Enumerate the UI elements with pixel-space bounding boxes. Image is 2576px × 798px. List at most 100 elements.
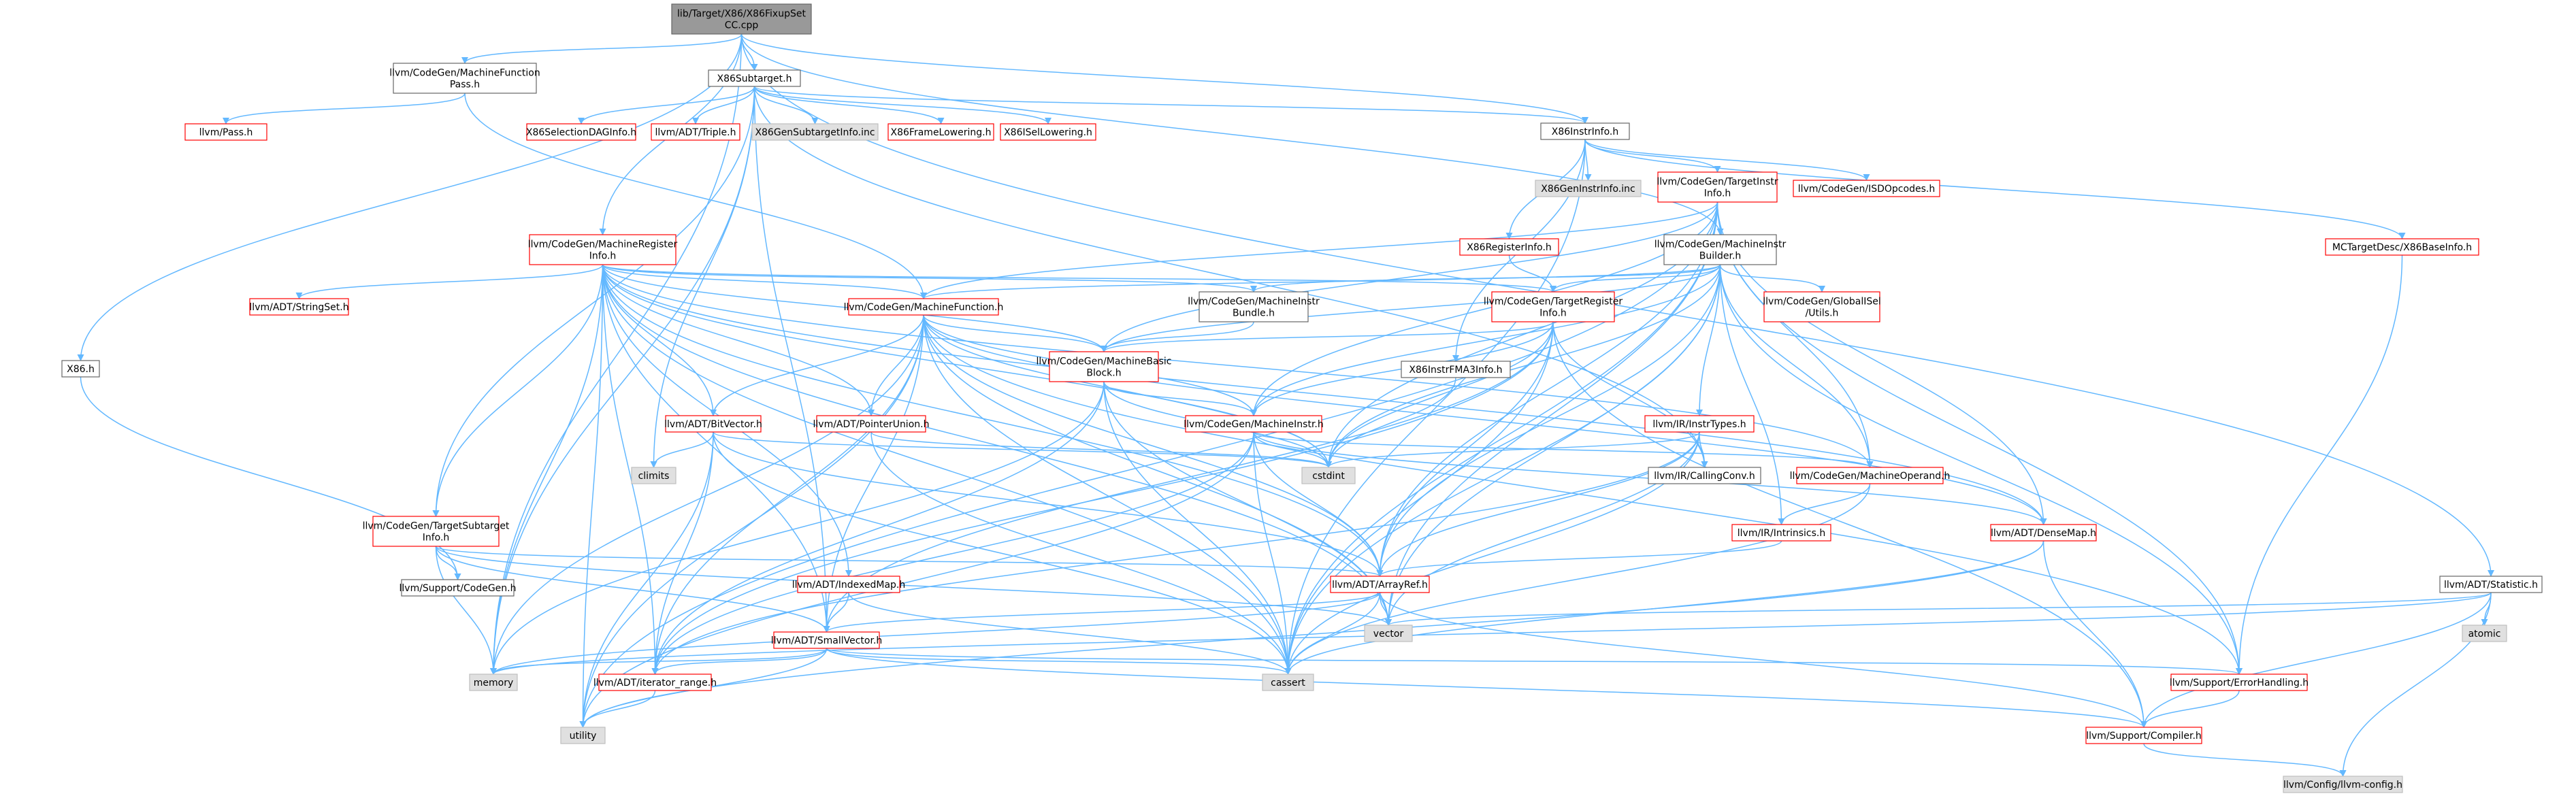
node-minstr[interactable]: llvm/CodeGen/MachineInstr.h <box>1184 415 1324 433</box>
node-utility: utility <box>560 727 606 744</box>
node-indexedmap[interactable]: llvm/ADT/IndexedMap.h <box>792 576 906 593</box>
node-intrinsics[interactable]: llvm/IR/Intrinsics.h <box>1731 524 1831 542</box>
edge-mfpass-to-pass <box>223 93 466 124</box>
node-globalisel-box <box>1763 291 1880 322</box>
edge-minstr-to-cassert <box>1253 431 1292 675</box>
node-framelow-label-0: X86FrameLowering.h <box>891 127 992 138</box>
node-globalisel[interactable]: llvm/CodeGen/GlobalISel/Utils.h <box>1763 291 1881 322</box>
node-reginfo-label-0: llvm/CodeGen/MachineRegister <box>528 239 678 250</box>
node-x86subtarget[interactable]: X86Subtarget.h <box>708 69 801 87</box>
node-targetreg-box <box>1491 291 1615 322</box>
edge-root-to-x86subtarget <box>740 33 758 71</box>
node-stringset[interactable]: llvm/ADT/StringSet.h <box>249 298 349 316</box>
node-atomic: atomic <box>2462 625 2507 642</box>
node-basicinfo[interactable]: MCTargetDesc/X86BaseInfo.h <box>2325 238 2479 256</box>
node-globalisel-label-1: /Utils.h <box>1806 308 1839 319</box>
node-atomic-label-0: atomic <box>2468 629 2501 639</box>
node-climits-box <box>631 467 676 484</box>
edge-minstr-to-iterrange <box>651 431 1254 675</box>
node-instrinfo[interactable]: X86InstrInfo.h <box>1540 122 1630 140</box>
node-x86reginfo-label-0: X86RegisterInfo.h <box>1467 242 1552 253</box>
node-tsubtarget-label-0: llvm/CodeGen/TargetSubtarget <box>363 521 510 532</box>
node-memory-label-0: memory <box>474 678 514 688</box>
node-seldag[interactable]: X86SelectionDAGInfo.h <box>526 123 636 141</box>
edge-reginfo-to-smallvector <box>602 264 830 633</box>
node-isellow[interactable]: X86ISelLowering.h <box>1000 123 1096 141</box>
node-isdopcodes-label-0: llvm/CodeGen/ISDOpcodes.h <box>1798 184 1935 195</box>
edge-smallvector-to-errhandling <box>826 648 2243 675</box>
node-isdopcodes-box <box>1793 180 1940 197</box>
node-fma3[interactable]: X86InstrFMA3Info.h <box>1401 361 1511 378</box>
node-pass[interactable]: llvm/Pass.h <box>184 123 267 141</box>
node-compiler-label-0: llvm/Support/Compiler.h <box>2086 731 2202 742</box>
edge-mfunction-to-memory <box>490 314 924 675</box>
node-triple[interactable]: llvm/ADT/Triple.h <box>651 123 740 141</box>
edge-reginfo-to-arrayref <box>602 264 1384 577</box>
edge-reginfo-to-bitvector <box>602 264 717 416</box>
node-climits: climits <box>631 467 676 484</box>
node-root-label-1: CC.cpp <box>725 20 759 31</box>
node-densemap[interactable]: llvm/ADT/DenseMap.h <box>1990 524 2097 542</box>
node-statistic-box <box>2439 576 2543 593</box>
edge-x86subtarget-to-seldag <box>578 86 755 124</box>
edge-mfunction-to-densemap <box>923 314 2047 525</box>
edge-mibuilder-to-minstr <box>1250 264 1721 416</box>
node-mbasicblock-box <box>1049 351 1159 382</box>
edge-minstr-to-arrayref <box>1253 431 1384 577</box>
node-errhandling[interactable]: llvm/Support/ErrorHandling.h <box>2170 674 2309 691</box>
node-gensubtarget: X86GenSubtargetInfo.inc <box>751 123 879 141</box>
node-framelow[interactable]: X86FrameLowering.h <box>887 123 994 141</box>
edge-fma3-to-cstdint <box>1325 377 1456 468</box>
node-isellow-box <box>1000 123 1096 141</box>
node-mibuilder-label-1: Builder.h <box>1699 251 1742 262</box>
node-supportcg[interactable]: llvm/Support/CodeGen.h <box>400 579 517 597</box>
edge-targetinstr-to-arrayref <box>1376 201 1718 577</box>
node-arrayref[interactable]: llvm/ADT/ArrayRef.h <box>1330 576 1430 593</box>
node-mfunction[interactable]: llvm/CodeGen/MachineFunction.h <box>844 298 1004 316</box>
node-errhandling-box <box>2170 674 2308 691</box>
node-targetinstr-box <box>1657 171 1778 203</box>
node-globalisel-label-0: llvm/CodeGen/GlobalISel <box>1763 297 1881 307</box>
node-pointerunion-label-0: llvm/ADT/PointerUnion.h <box>813 419 930 430</box>
node-root-label-0: lib/Target/X86/X86FixupSet <box>677 9 806 20</box>
node-config-label-0: llvm/Config/llvm-config.h <box>2283 780 2402 791</box>
node-moperand[interactable]: llvm/CodeGen/MachineOperand.h <box>1790 467 1951 484</box>
node-smallvector-label-0: llvm/ADT/SmallVector.h <box>771 635 883 646</box>
node-seldag-box <box>526 123 636 141</box>
node-statistic[interactable]: llvm/ADT/Statistic.h <box>2439 576 2543 593</box>
edge-x86subtarget-to-isellow <box>753 86 1051 124</box>
node-instrtypes[interactable]: llvm/IR/InstrTypes.h <box>1644 415 1755 433</box>
node-smallvector[interactable]: llvm/ADT/SmallVector.h <box>771 631 883 649</box>
edge-mibuilder-to-instrtypes <box>1696 264 1721 416</box>
node-callingconv[interactable]: llvm/IR/CallingConv.h <box>1648 467 1761 484</box>
node-bitvector[interactable]: llvm/ADT/BitVector.h <box>664 415 762 433</box>
node-mfunction-label-0: llvm/CodeGen/MachineFunction.h <box>844 302 1004 313</box>
node-x86reginfo-box <box>1459 238 1559 256</box>
edge-iterrange-to-utility <box>579 690 656 728</box>
edge-targetinstr-to-errhandling <box>1716 201 2243 675</box>
node-isellow-label-0: X86ISelLowering.h <box>1004 127 1092 138</box>
edge-mbasicblock-to-iterrange <box>651 381 1105 675</box>
node-iterrange[interactable]: llvm/ADT/iterator_range.h <box>593 674 717 691</box>
edge-targetinstr-to-mfunction <box>920 201 1718 299</box>
node-pointerunion[interactable]: llvm/ADT/PointerUnion.h <box>813 415 930 433</box>
edge-mfunction-to-utility <box>579 314 924 728</box>
edge-bitvector-to-iterrange <box>651 431 714 675</box>
node-isdopcodes[interactable]: llvm/CodeGen/ISDOpcodes.h <box>1793 180 1940 197</box>
node-indexedmap-label-0: llvm/ADT/IndexedMap.h <box>792 580 906 591</box>
node-root-box <box>671 3 812 35</box>
edge-arrayref-to-memory <box>490 592 1381 675</box>
node-compiler[interactable]: llvm/Support/Compiler.h <box>2085 727 2202 744</box>
node-memory: memory <box>469 674 518 691</box>
node-x86h[interactable]: X86.h <box>61 360 100 378</box>
node-x86reginfo[interactable]: X86RegisterInfo.h <box>1459 238 1559 256</box>
